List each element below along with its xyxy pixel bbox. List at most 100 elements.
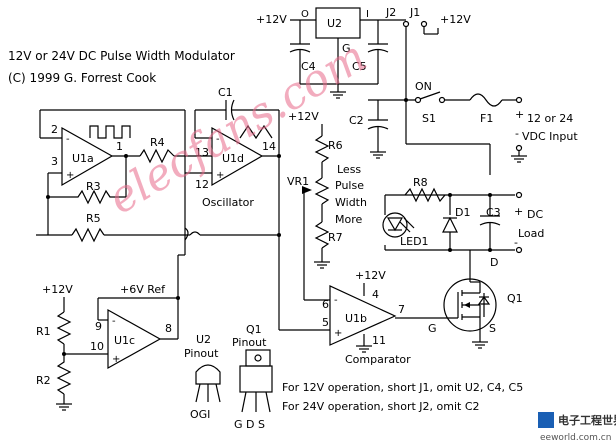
mosfet-q1: Q1 S G: [400, 278, 523, 349]
supply-label-r6: +12V: [288, 110, 319, 123]
d1-label: D1: [455, 206, 470, 219]
q1-pinout: Q1 Pinout G D S: [232, 323, 273, 431]
u1b-pin-4: 4: [372, 288, 379, 301]
regulator-section: +12V U2 O I G C4 C5 J2 J1 +12V: [256, 6, 471, 99]
u2-pin-i: I: [366, 9, 369, 20]
q1-pinout-pins: G D S: [234, 418, 265, 431]
logo-cn-text: 电子工程世界: [558, 413, 616, 427]
note-12v: For 12V operation, short J1, omit U2, C4…: [282, 381, 523, 394]
r8-label: R8: [413, 176, 428, 189]
page-title: 12V or 24V DC Pulse Width Modulator: [8, 49, 235, 63]
note-24v: For 24V operation, short J2, omit C2: [282, 400, 480, 413]
eeworld-logo: 电子工程世界 eeworld.com.cn: [538, 412, 616, 443]
copyright-text: (C) 1999 G. Forrest Cook: [8, 71, 156, 85]
width-label: Width: [335, 196, 367, 209]
load-minus: -: [514, 236, 518, 249]
pulse-label: Pulse: [335, 179, 364, 192]
input-power-section: C2 ON S1 F1 12 or 24 VDC Input + -: [349, 70, 578, 175]
comparator-label: Comparator: [345, 353, 411, 366]
q1-pinout-title-1: Q1: [246, 323, 262, 336]
pot-section: +12V R6 VR1 Less Pulse Width More R7: [287, 110, 367, 301]
svg-text:+: +: [216, 170, 224, 181]
svg-text:+: +: [112, 354, 120, 365]
r5-label: R5: [86, 212, 101, 225]
gate-label: G: [428, 322, 437, 335]
u1a-pin-2: 2: [51, 123, 58, 136]
less-label: Less: [337, 163, 361, 176]
vin-label-2: VDC Input: [522, 130, 578, 143]
svg-text:-: -: [216, 134, 220, 145]
u2-pinout-pins: OGI: [190, 408, 210, 421]
r4-label: R4: [150, 136, 165, 149]
load-label-1: DC: [527, 208, 543, 221]
u1d-label: U1d: [222, 152, 244, 165]
svg-text:-: -: [334, 295, 338, 306]
r7-label: R7: [328, 231, 343, 244]
load-section: DC Load + - R8 LED1 D1 C3 D: [382, 176, 544, 282]
logo-en-text: eeworld.com.cn: [540, 433, 611, 443]
u2-pinout: U2 Pinout OGI: [184, 333, 221, 421]
u1b-pin-7: 7: [398, 303, 405, 316]
switch-on-label: ON: [415, 80, 432, 93]
f1-label: F1: [480, 112, 493, 125]
svg-text:+: +: [334, 328, 342, 339]
q1-pinout-title-2: Pinout: [232, 336, 267, 349]
u1a-pin-1: 1: [116, 140, 123, 153]
u1b-label: U1b: [345, 312, 367, 325]
u1c-label: U1c: [114, 334, 135, 347]
opamp-u1c: +12V R1 R2 U1c - + 9 10 8 +6V Ref: [36, 227, 189, 411]
source-label: S: [489, 322, 496, 335]
opamp-u1b: +12V U1b - + 6 5 4 7 11 Comparator: [322, 269, 411, 366]
u1c-pin-8: 8: [165, 322, 172, 335]
u2-pinout-title-1: U2: [196, 333, 211, 346]
q1-label: Q1: [507, 292, 523, 305]
drain-label: D: [490, 256, 498, 269]
oscillator-label: Oscillator: [202, 196, 254, 209]
u1a-label: U1a: [72, 152, 94, 165]
j2-label: J2: [385, 6, 396, 19]
c1-label: C1: [218, 86, 233, 99]
load-plus: +: [514, 205, 523, 218]
c5-label: C5: [352, 60, 367, 73]
u2-pin-o: O: [301, 9, 309, 20]
supply-label-top-right: +12V: [440, 13, 471, 26]
supply-label-r1: +12V: [42, 283, 73, 296]
opamp-u1d: U1d - + 13 12 14 Oscillator C1: [185, 86, 330, 331]
vin-minus: -: [515, 127, 519, 140]
r6-label: R6: [328, 139, 343, 152]
svg-text:-: -: [66, 134, 70, 145]
u1d-pin-12: 12: [195, 178, 209, 191]
vr1-label: VR1: [287, 175, 309, 188]
j1-label: J1: [409, 6, 420, 19]
c3-label: C3: [486, 206, 501, 219]
u1b-pin-5: 5: [322, 316, 329, 329]
s1-label: S1: [422, 112, 436, 125]
led1-label: LED1: [400, 235, 429, 248]
r1-label: R1: [36, 325, 51, 338]
supply-label-u1b: +12V: [355, 269, 386, 282]
ref-label: +6V Ref: [120, 283, 166, 296]
u1c-pin-10: 10: [90, 340, 104, 353]
u1d-pin-14: 14: [262, 140, 276, 153]
u2-pinout-title-2: Pinout: [184, 347, 219, 360]
supply-label-top-left: +12V: [256, 13, 287, 26]
u1b-pin-11: 11: [372, 334, 386, 347]
u1c-pin-9: 9: [95, 320, 102, 333]
svg-text:+: +: [66, 170, 74, 181]
c2-label: C2: [349, 114, 364, 127]
c4-label: C4: [301, 60, 316, 73]
svg-text:-: -: [112, 316, 116, 327]
u1b-pin-6: 6: [322, 298, 329, 311]
vin-label-1: 12 or 24: [527, 112, 573, 125]
load-label-2: Load: [518, 227, 544, 240]
r3-label: R3: [86, 180, 101, 193]
more-label: More: [335, 213, 363, 226]
u1a-pin-3: 3: [51, 155, 58, 168]
u2-label: U2: [327, 17, 342, 30]
r2-label: R2: [36, 374, 51, 387]
u1d-pin-13: 13: [195, 146, 209, 159]
opamp-u1a: U1a - + 2 3 1 R3 R5 R4: [36, 109, 281, 243]
vin-plus: +: [515, 108, 524, 121]
u2-pin-g: G: [342, 42, 351, 55]
